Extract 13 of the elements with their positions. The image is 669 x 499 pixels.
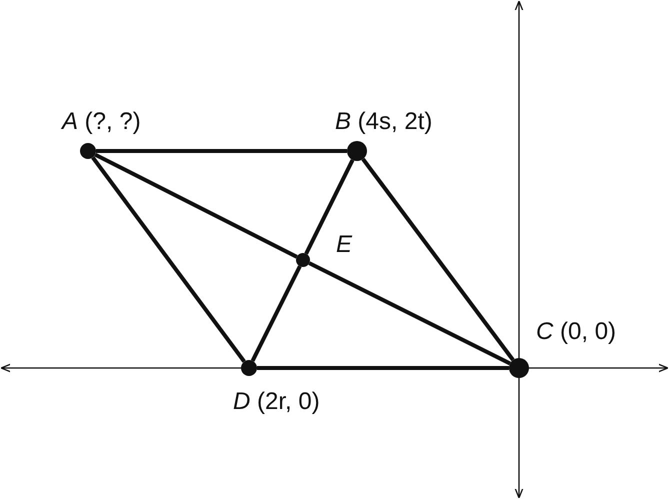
- line-segment: [96, 149, 347, 153]
- point-label: C (0, 0): [536, 318, 616, 346]
- point-label: B (4s, 2t): [335, 108, 432, 136]
- line-segment: [361, 158, 515, 362]
- line-segment: [304, 159, 354, 255]
- line-segment: [308, 261, 511, 366]
- point-label: D (2r, 0): [233, 388, 320, 416]
- line-segment: [257, 366, 509, 370]
- point-label: A (?, ?): [62, 108, 141, 136]
- point-label: E: [336, 231, 352, 259]
- line-segment: [91, 156, 246, 363]
- line-segment: [250, 265, 302, 362]
- line-segment: [94, 152, 298, 259]
